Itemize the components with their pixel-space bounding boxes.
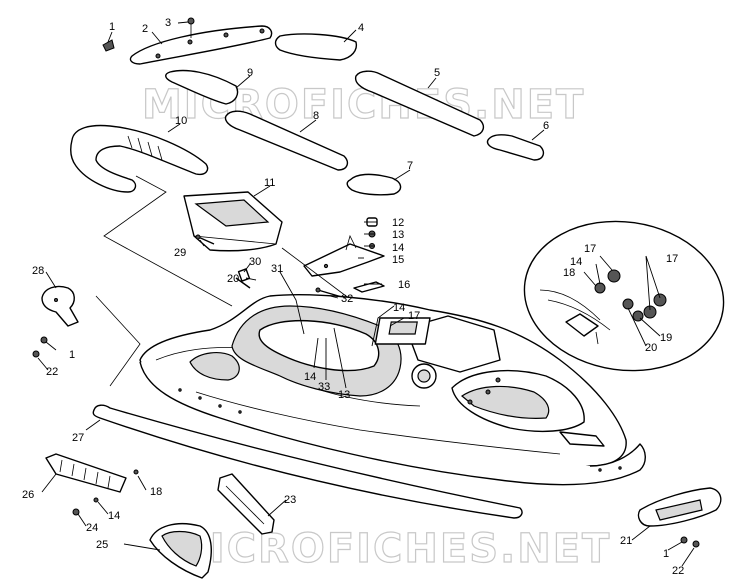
part-25-scoop — [149, 522, 212, 579]
part-3-screw — [187, 17, 195, 38]
callout-23: 23 — [284, 494, 296, 506]
part-9-pad — [165, 69, 239, 105]
part-1-screw-bumper — [680, 536, 688, 544]
callout-29: 29 — [174, 247, 186, 259]
callout-5: 5 — [434, 67, 440, 79]
part-2-deck-trim — [129, 25, 273, 65]
callout-33: 33 — [318, 381, 330, 393]
callout-1: 1 — [663, 548, 669, 560]
callout-4: 4 — [358, 22, 364, 34]
part-21-bumper — [637, 487, 722, 527]
callout-1: 1 — [109, 21, 115, 33]
callout-22: 22 — [672, 565, 684, 577]
callout-13: 13 — [392, 229, 404, 241]
callout-17: 17 — [666, 253, 678, 265]
part-5-long-pad — [354, 70, 485, 137]
callout-14: 14 — [393, 302, 405, 314]
part-7-small-pad — [346, 173, 402, 196]
part-22-nut-bumper — [692, 540, 700, 548]
callout-20: 20 — [645, 342, 657, 354]
callout-14: 14 — [570, 256, 582, 268]
callout-28: 28 — [32, 265, 44, 277]
callout-24: 24 — [86, 522, 98, 534]
callout-19: 19 — [660, 332, 672, 344]
part-14-screw-lower — [93, 497, 99, 503]
detail-17-nut-b — [653, 293, 667, 307]
part-27-rub-rail — [92, 404, 523, 519]
callout-14: 14 — [304, 371, 316, 383]
callout-25: 25 — [96, 539, 108, 551]
callout-27: 27 — [72, 432, 84, 444]
callout-16: 16 — [398, 279, 410, 291]
callout-31: 31 — [271, 263, 283, 275]
callout-32: 32 — [341, 293, 353, 305]
callout-18: 18 — [150, 486, 162, 498]
explode-line-left — [95, 175, 233, 387]
watermark-bottom: MICROFICHES.NET — [168, 526, 611, 572]
callout-1: 1 — [69, 349, 75, 361]
hull — [139, 294, 646, 486]
callout-7: 7 — [407, 160, 413, 172]
part-1-screw-top — [102, 39, 115, 52]
detail-17-nut-a — [607, 269, 621, 283]
callout-numbers: 1 2 3 4 5 6 7 8 9 10 11 12 13 14 15 16 1… — [22, 17, 684, 577]
part-16-clip — [353, 281, 385, 293]
callout-15: 15 — [392, 254, 404, 266]
part-29-rod — [195, 234, 215, 245]
callout-12: 12 — [392, 217, 404, 229]
part-28-bracket — [41, 285, 79, 327]
callout-9: 9 — [247, 67, 253, 79]
part-4-pad — [274, 33, 358, 61]
callout-30: 30 — [249, 256, 261, 268]
part-22-nut-left — [32, 350, 40, 358]
callout-14: 14 — [392, 242, 404, 254]
callout-14: 14 — [108, 510, 120, 522]
callout-17: 17 — [584, 243, 596, 255]
callout-18: 18 — [563, 267, 575, 279]
part-11-storage-tray — [183, 191, 283, 252]
part-26-intake-grate — [45, 453, 127, 493]
callout-2: 2 — [142, 23, 148, 35]
detail-20-washer-a — [622, 298, 634, 310]
callout-8: 8 — [313, 110, 319, 122]
part-18-washer-left — [133, 469, 139, 475]
part-10-handle-grip — [70, 124, 209, 193]
part-23-side-panel — [217, 473, 275, 535]
detail-18-washer — [594, 282, 606, 294]
part-1-screw-left — [40, 336, 48, 344]
part-6-small-pad — [486, 134, 545, 161]
callout-3: 3 — [165, 17, 171, 29]
callout-13: 13 — [338, 389, 350, 401]
part-15-bracket-plate — [303, 234, 385, 277]
part-8-long-pad — [224, 110, 349, 171]
callout-20: 20 — [227, 273, 239, 285]
callout-26: 26 — [22, 489, 34, 501]
callout-21: 21 — [620, 535, 632, 547]
callout-11: 11 — [264, 177, 275, 189]
callout-6: 6 — [543, 120, 549, 132]
part-24-screw — [72, 508, 80, 516]
leader-lines — [37, 21, 695, 567]
callout-17: 17 — [408, 310, 420, 322]
callout-10: 10 — [175, 115, 187, 127]
callout-22: 22 — [46, 366, 58, 378]
